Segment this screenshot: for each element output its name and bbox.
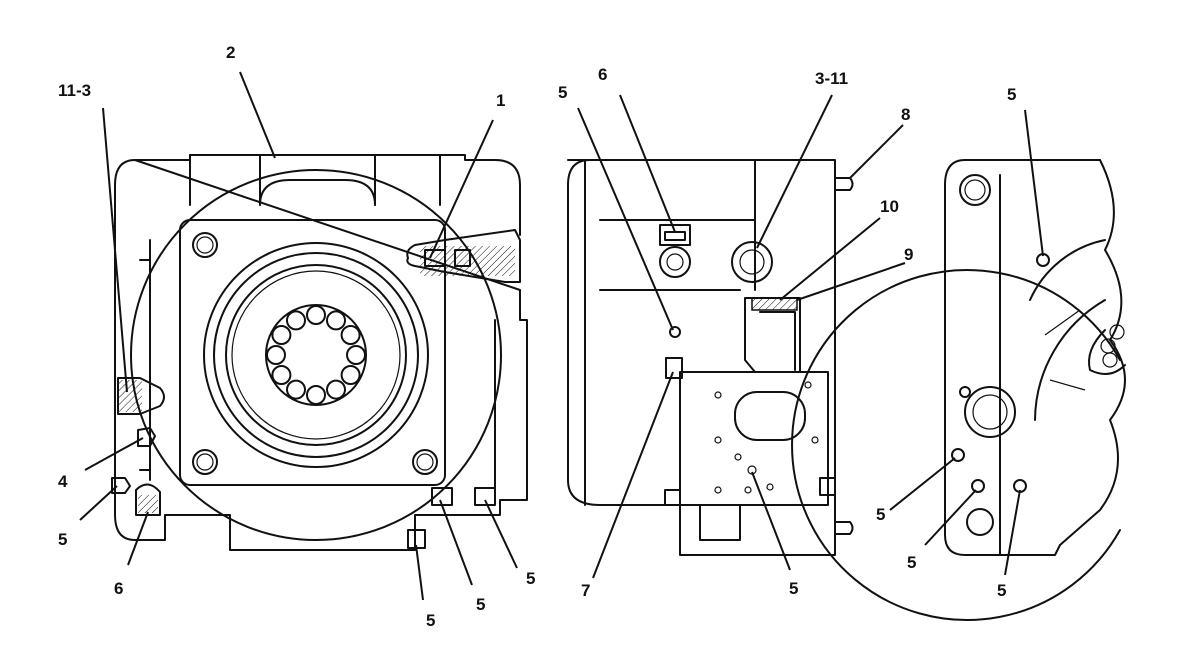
- callout-6-mid: 6: [598, 65, 607, 84]
- callout-11-3: 11-3: [58, 81, 91, 100]
- callout-5-mid-bottom: 5: [789, 579, 798, 598]
- left-view-housing: [111, 154, 528, 551]
- spline-ball: [346, 345, 366, 365]
- callout-5-bottom-1: 5: [426, 611, 435, 630]
- callout-5-mid-top: 5: [558, 83, 567, 102]
- callout-6-left: 6: [114, 579, 123, 598]
- callout-8: 8: [901, 105, 910, 124]
- spline-ball: [340, 365, 361, 385]
- callout-5-right-3: 5: [997, 581, 1006, 600]
- callout-1: 1: [496, 91, 505, 110]
- spline-ball: [271, 365, 292, 385]
- spline-ball: [326, 310, 346, 331]
- callout-5-right-2: 5: [907, 553, 916, 572]
- callout-5-right-1: 5: [876, 505, 885, 524]
- spline-ball: [306, 385, 326, 405]
- spline-ball: [266, 345, 286, 365]
- callout-4: 4: [58, 472, 68, 491]
- callout-labels: 2 11-3 1 4 5 6 5 5 5 5 6 3-11 8 10 9 7 5…: [58, 43, 1016, 630]
- spline-ball: [286, 379, 306, 400]
- callout-9: 9: [904, 245, 913, 264]
- callout-10: 10: [880, 197, 899, 216]
- spline-ball: [286, 310, 306, 331]
- spline-ball: [271, 325, 292, 345]
- spline-ball: [306, 305, 326, 325]
- leader-lines: [79, 71, 1044, 601]
- middle-view-housing: [567, 159, 854, 556]
- callout-7: 7: [581, 581, 590, 600]
- callout-5-left: 5: [58, 530, 67, 549]
- callout-3-11: 3-11: [815, 69, 848, 88]
- callout-5-right-top: 5: [1007, 85, 1016, 104]
- right-view-housing: [791, 159, 1126, 621]
- callout-5-bottom-2: 5: [476, 595, 485, 614]
- callout-5-bottom-3: 5: [526, 569, 535, 588]
- spline-ball: [340, 325, 361, 345]
- spline-ball: [326, 379, 346, 400]
- callout-2: 2: [226, 43, 235, 62]
